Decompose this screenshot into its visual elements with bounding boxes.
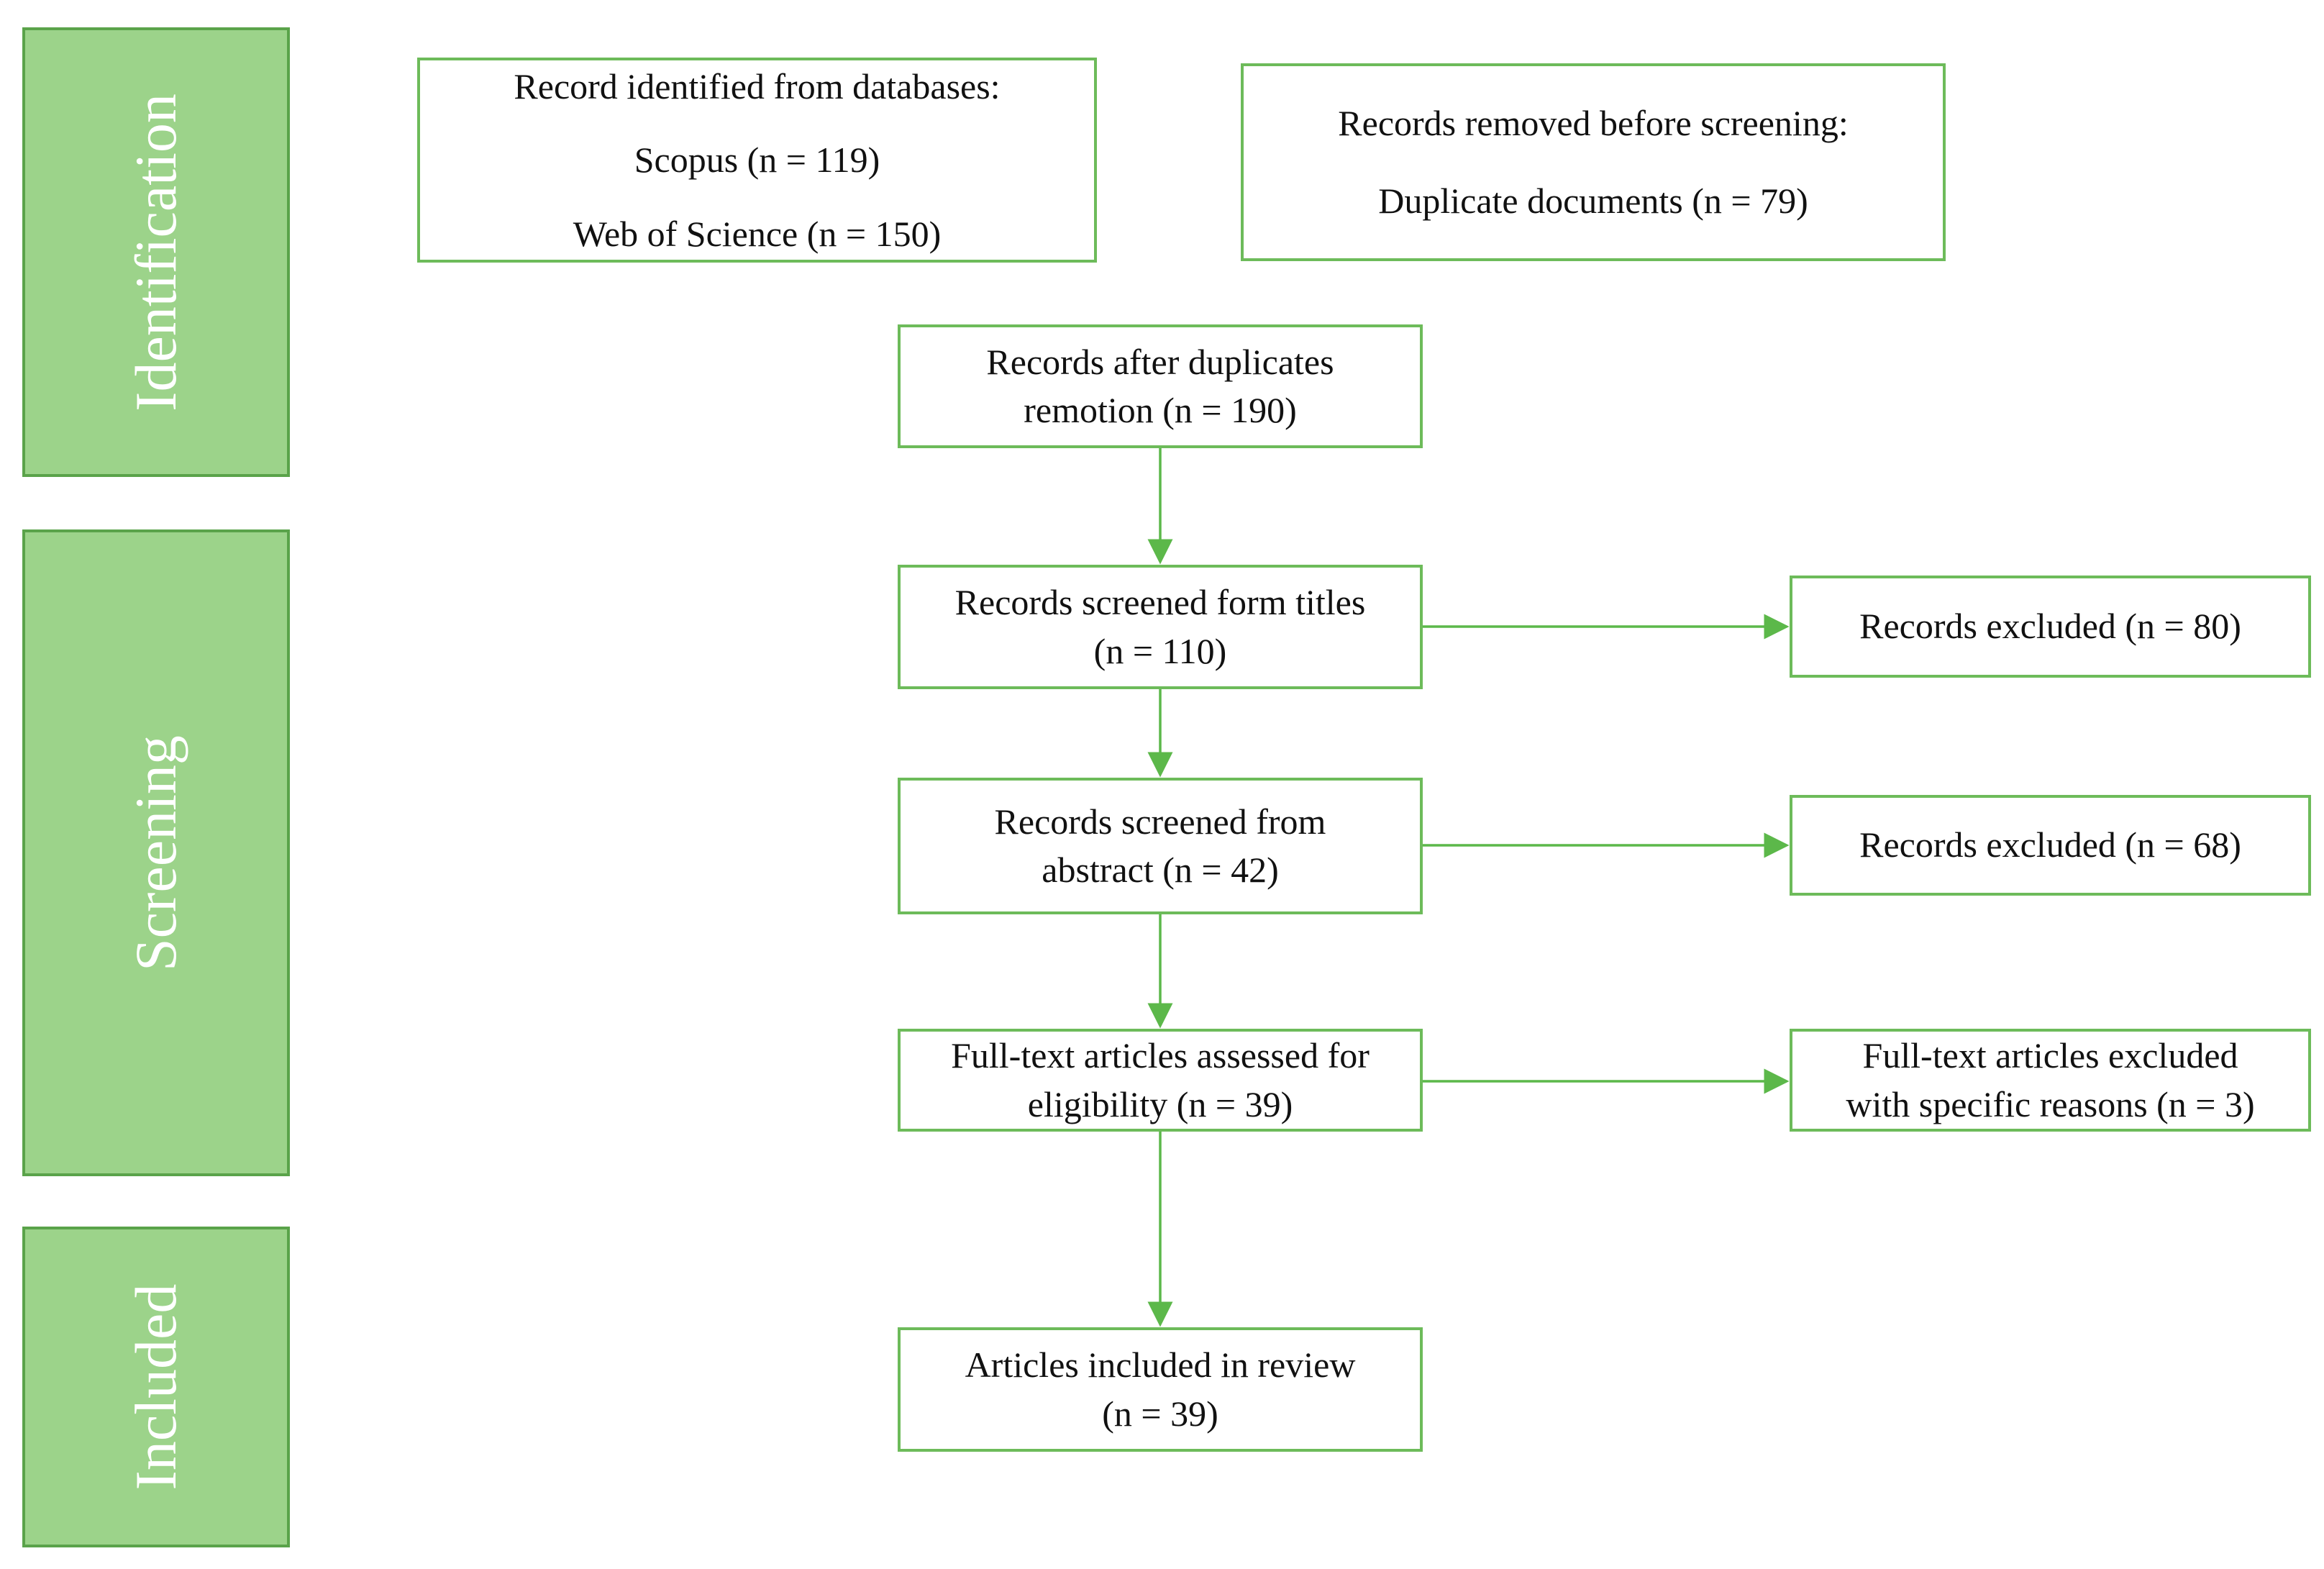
box-fulltext-assessed: Full-text articles assessed for eligibil… — [898, 1029, 1423, 1132]
box-records-screened-abstract: Records screened from abstract (n = 42) — [898, 778, 1423, 914]
phase-screening: Screening — [22, 529, 290, 1176]
phase-label-screening: Screening — [123, 735, 188, 971]
box-records-screened-titles-line2: (n = 110) — [1093, 630, 1227, 671]
phase-identification: Identification — [22, 27, 290, 477]
box-records-after-duplicates-line1: Records after duplicates — [986, 341, 1334, 382]
box-articles-included: Articles included in review (n = 39) — [898, 1327, 1423, 1452]
box-records-identified: Record identified from databases: Scopus… — [417, 58, 1097, 263]
box-records-screened-abstract-line2: abstract (n = 42) — [1042, 850, 1279, 890]
box-fulltext-excluded: Full-text articles excluded with specifi… — [1790, 1029, 2311, 1132]
box-records-removed-line1: Records removed before screening: — [1338, 103, 1849, 143]
box-records-screened-titles-line1: Records screened form titles — [954, 582, 1366, 622]
box-fulltext-assessed-line1: Full-text articles assessed for — [951, 1035, 1370, 1075]
box-records-excluded-abstract: Records excluded (n = 68) — [1790, 795, 2311, 896]
box-records-excluded-titles: Records excluded (n = 80) — [1790, 576, 2311, 678]
box-records-identified-line1: Record identified from databases: — [514, 65, 1001, 106]
box-records-excluded-titles-line1: Records excluded (n = 80) — [1859, 606, 2241, 647]
phase-included: Included — [22, 1227, 290, 1547]
box-records-excluded-abstract-line1: Records excluded (n = 68) — [1859, 824, 2241, 865]
box-records-screened-abstract-line1: Records screened from — [994, 801, 1326, 842]
box-articles-included-line1: Articles included in review — [965, 1345, 1356, 1385]
box-records-removed: Records removed before screening: Duplic… — [1241, 63, 1946, 261]
box-articles-included-line2: (n = 39) — [1102, 1393, 1218, 1434]
box-fulltext-assessed-line2: eligibility (n = 39) — [1027, 1083, 1293, 1124]
box-records-screened-titles: Records screened form titles (n = 110) — [898, 565, 1423, 689]
box-records-identified-line3: Web of Science (n = 150) — [573, 213, 942, 254]
box-records-removed-line2: Duplicate documents (n = 79) — [1378, 180, 1808, 221]
box-records-identified-line2: Scopus (n = 119) — [634, 140, 880, 181]
box-records-after-duplicates-line2: remotion (n = 190) — [1024, 390, 1297, 430]
box-records-after-duplicates: Records after duplicates remotion (n = 1… — [898, 324, 1423, 448]
box-fulltext-excluded-line1: Full-text articles excluded — [1862, 1035, 2238, 1075]
phase-label-included: Included — [123, 1283, 188, 1491]
box-fulltext-excluded-line2: with specific reasons (n = 3) — [1846, 1083, 2255, 1124]
phase-label-identification: Identification — [123, 93, 188, 411]
